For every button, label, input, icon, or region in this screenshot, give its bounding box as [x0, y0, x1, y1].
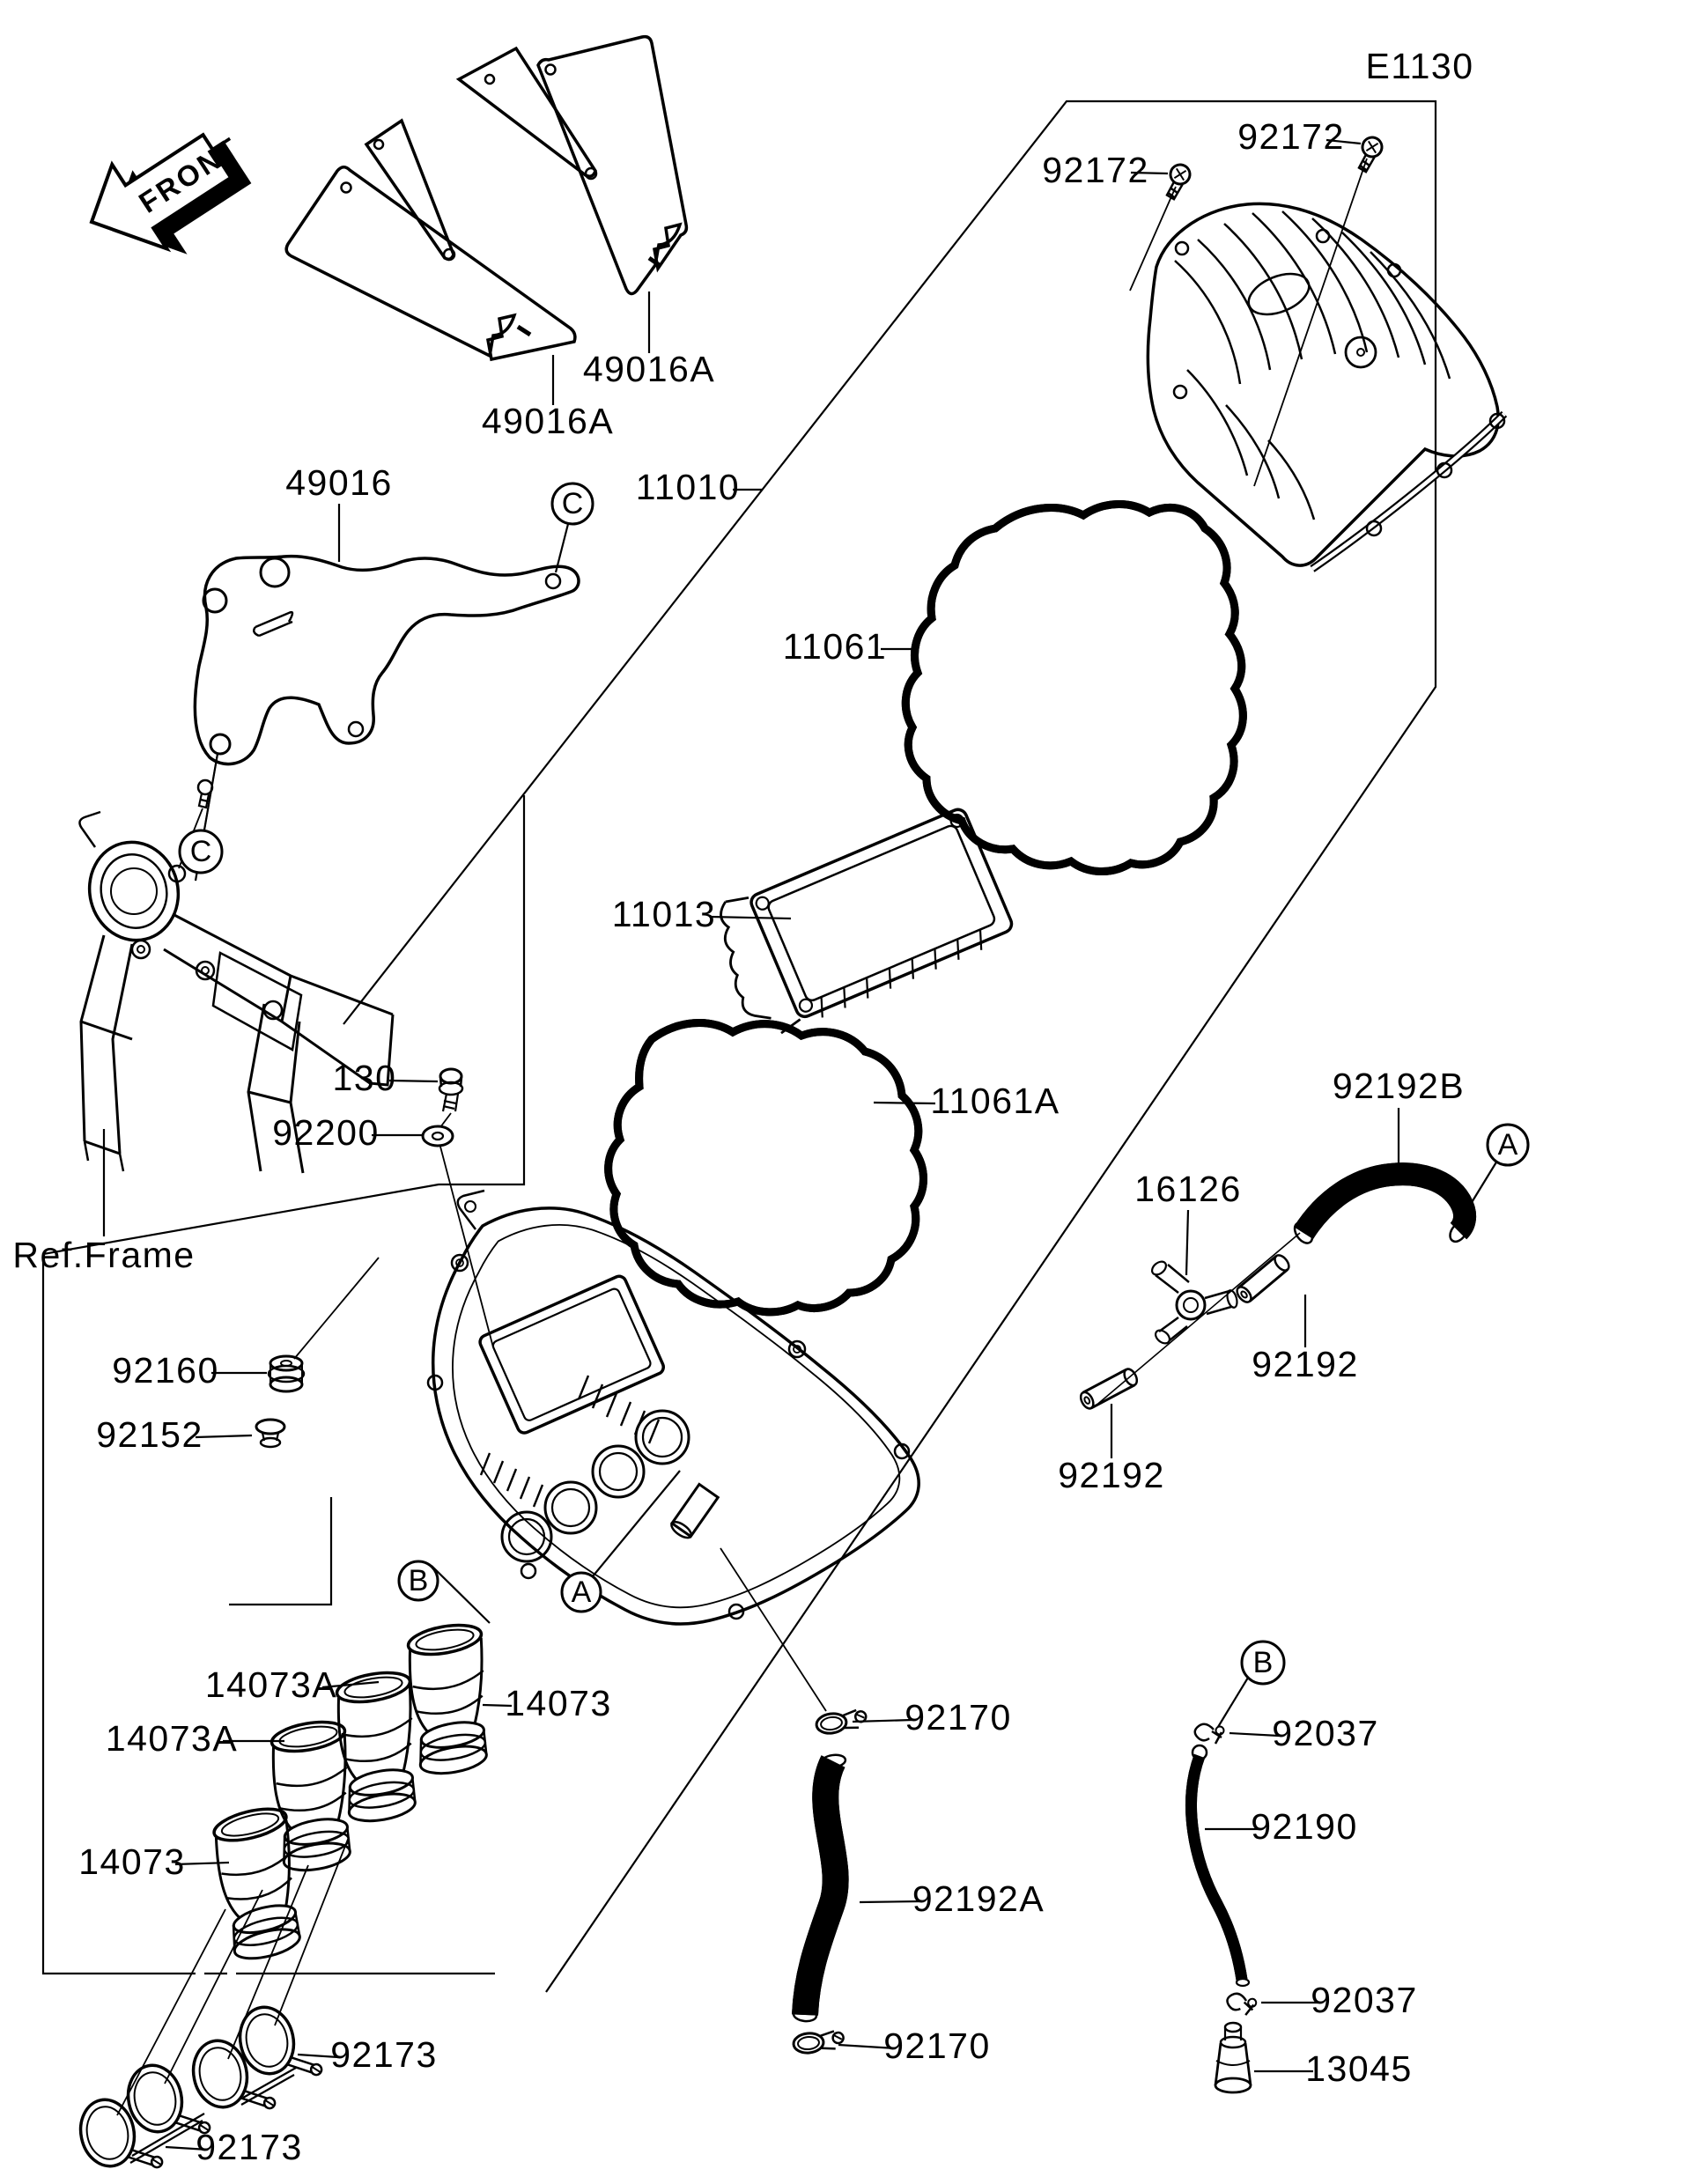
ref-circle-A-2[interactable] [1486, 1123, 1530, 1167]
grommet-92152-icon [255, 1418, 286, 1449]
washer-92200-icon [421, 1125, 494, 1348]
leader-line-16126 [1185, 1209, 1190, 1276]
ref-circle-leader-A-2 [1463, 1160, 1498, 1216]
part-label-92190[interactable]: 92190 [1251, 1806, 1358, 1847]
part-label-92173-2[interactable]: 92173 [196, 2127, 303, 2167]
leader-line-92152 [195, 1434, 253, 1439]
leader-lines-layer [102, 138, 1400, 2151]
part-labels-layer: E1130 92172 92172 49016A 49016A 49016 11010 110… [12, 46, 1473, 2167]
clamp-alignment-lines [116, 1836, 350, 2164]
part-label-49016[interactable]: 49016 [285, 462, 393, 503]
part-label-92170-1[interactable]: 92170 [905, 1697, 1012, 1738]
part-label-92192-1[interactable]: 92192 [1252, 1344, 1359, 1384]
leader-line-92192A [859, 1900, 923, 1904]
clamp-92170-icon-2 [791, 2029, 846, 2055]
leader-line-14073-1 [482, 1703, 513, 1708]
ref-circle-leader-A-4 [592, 1470, 681, 1577]
part-label-130[interactable]: 130 [333, 1058, 397, 1098]
part-label-11061A[interactable]: 11061A [930, 1081, 1060, 1121]
breather-axis-line [1093, 1232, 1301, 1408]
leader-line-92173-2 [165, 2145, 209, 2151]
part-label-92160[interactable]: 92160 [112, 1350, 219, 1391]
funnel-14073-icon-1 [395, 1619, 506, 1780]
joint-tube-92192-icon-2 [1076, 1365, 1141, 1413]
part-label-14073A-1[interactable]: 14073A [205, 1664, 337, 1705]
part-label-92192-2[interactable]: 92192 [1058, 1455, 1165, 1495]
ref-circle-leader-C-0 [554, 523, 570, 573]
leader-line-11013 [709, 915, 792, 920]
ref-circle-letter-A-4: A [572, 1575, 592, 1609]
frame-reference-art [78, 810, 395, 1174]
gasket-11061a-art [609, 1023, 924, 1312]
ref-circle-letter-C-0: C [562, 487, 584, 520]
part-label-92200[interactable]: 92200 [272, 1112, 380, 1153]
part-label-diagram-code[interactable]: E1130 [1365, 46, 1473, 86]
gasket-11061-art [905, 505, 1243, 872]
clip-92037-icon-2 [1224, 1990, 1259, 2018]
group-boundary-lines [41, 100, 1437, 1993]
part-label-92172-2[interactable]: 92172 [1237, 116, 1345, 157]
part-label-92152[interactable]: 92152 [96, 1414, 203, 1455]
front-direction-arrow: FRONT [89, 130, 252, 255]
leader-line-14073-2 [174, 1861, 230, 1866]
part-label-49016A-1[interactable]: 49016A [482, 401, 614, 441]
drain-hose-92192a-art [793, 1753, 846, 2022]
ref-circle-letter-B-3: B [409, 1564, 429, 1597]
part-label-92172-1[interactable]: 92172 [1042, 150, 1149, 190]
vent-hose-92190-art [1192, 1744, 1251, 1988]
clip-92037-icon-1 [1193, 1723, 1225, 1745]
part-label-92170-2[interactable]: 92170 [883, 2025, 991, 2066]
ref-circle-leader-B-3 [431, 1565, 491, 1624]
shield-plates-49016a [284, 34, 689, 362]
air-cleaner-cover-art [1146, 202, 1508, 572]
part-label-11010[interactable]: 11010 [636, 467, 740, 507]
part-label-16126[interactable]: 16126 [1134, 1169, 1242, 1209]
clamp-92173-icon-1 [73, 2088, 165, 2183]
part-label-92192B[interactable]: 92192B [1333, 1066, 1465, 1106]
bolt-130-icon [438, 1067, 464, 1128]
ref-circle-letter-B-5: B [1253, 1646, 1274, 1679]
screw-92172-icon-1 [1162, 160, 1194, 203]
clamp-92173-icon-3 [186, 2029, 277, 2124]
part-label-92037-2[interactable]: 92037 [1311, 1980, 1418, 2020]
part-label-13045[interactable]: 13045 [1305, 2048, 1413, 2089]
part-label-92192A[interactable]: 92192A [912, 1878, 1045, 1919]
part-label-49016A-2[interactable]: 49016A [583, 349, 715, 389]
leader-line-92170-1 [852, 1718, 913, 1723]
part-label-14073-1[interactable]: 14073 [505, 1683, 612, 1723]
valve-16126-art [1151, 1260, 1238, 1345]
part-label-92173-1[interactable]: 92173 [330, 2034, 438, 2075]
breather-hose-92192b-art [1291, 1174, 1470, 1246]
screw-attachment-lines [1129, 158, 1368, 487]
ref-circle-B-3[interactable] [397, 1560, 439, 1602]
leader-line-92037-1 [1229, 1731, 1280, 1738]
part-label-11013[interactable]: 11013 [612, 894, 716, 934]
ref-circle-letter-A-2: A [1498, 1128, 1518, 1162]
damper-92160-icon [267, 1257, 380, 1393]
part-label-11061[interactable]: 11061 [783, 626, 887, 667]
part-label-14073-2[interactable]: 14073 [78, 1841, 186, 1882]
leader-line-92172-2 [1325, 138, 1362, 145]
part-label-ref-frame[interactable]: Ref.Frame [12, 1235, 195, 1275]
ref-circle-letter-C-1: C [190, 835, 212, 868]
part-label-14073A-2[interactable]: 14073A [106, 1718, 238, 1759]
screw-92172-icon-2 [1354, 133, 1386, 176]
part-label-92037-1[interactable]: 92037 [1272, 1713, 1379, 1753]
ref-circle-leader-B-5 [1217, 1677, 1249, 1728]
air-filter-11013-art [720, 808, 1014, 1035]
air-cleaner-housing-art [426, 1189, 920, 1712]
leader-line-92170-2 [838, 2043, 897, 2050]
ref-circle-C-1[interactable] [178, 829, 224, 874]
ref-circle-A-4[interactable] [560, 1571, 602, 1613]
ref-circle-B-5[interactable] [1240, 1640, 1286, 1686]
plug-13045-icon [1214, 2021, 1252, 2094]
ref-circles-layer: C C A B A B [178, 482, 1530, 1728]
leader-line-14073A-1 [321, 1680, 380, 1689]
ref-circle-C-0[interactable] [550, 482, 594, 526]
bracket-49016 [193, 554, 580, 882]
leader-line-92173-1 [297, 2053, 339, 2059]
joint-tube-92192-icon-1 [1233, 1251, 1293, 1307]
